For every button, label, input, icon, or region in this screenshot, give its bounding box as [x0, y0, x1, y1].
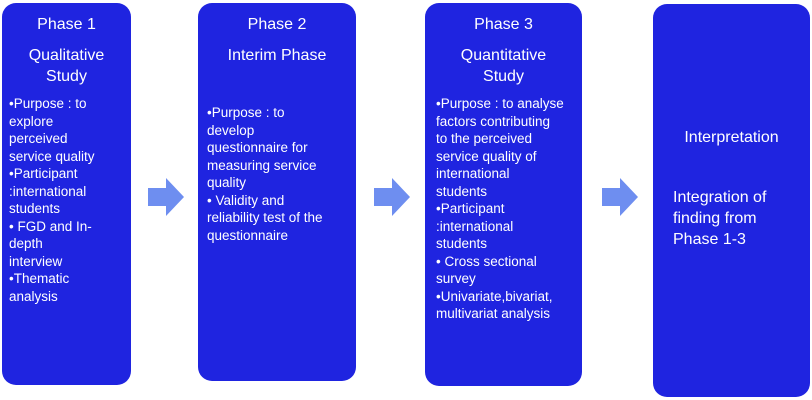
phase-3-title-line-2: Study	[483, 68, 524, 85]
phase-3-bullet-line: students	[436, 236, 488, 251]
phase-3-bullets: •Purpose : to analyse factors contributi…	[436, 95, 578, 323]
phase-3-bullet-line: •Participant	[436, 201, 505, 216]
integration-text: Integration of finding from Phase 1-3	[673, 187, 766, 250]
phase-2-bullet-line: questionnaire for	[207, 140, 308, 155]
phase-2-box: Phase 2 Interim Phase •Purpose : to deve…	[198, 3, 356, 381]
interpretation-title: Interpretation	[684, 129, 779, 146]
phase-3-bullet-line: international	[436, 166, 510, 181]
phase-1-bullets: •Purpose : to explore perceived service …	[9, 95, 127, 305]
phase-1-bullet-line: interview	[9, 253, 63, 269]
phase-1-header: Phase 1	[37, 16, 96, 33]
phase-3-bullet-line: •Purpose : to analyse	[436, 96, 564, 111]
phase-2-bullet-line: questionnaire	[207, 227, 289, 243]
phase-2-bullets: •Purpose : to develop questionnaire for …	[207, 104, 352, 244]
phase-1-bullet-line: •Purpose : to	[9, 96, 87, 111]
integration-line: Integration of	[673, 189, 767, 206]
phase-2-bullet-line: measuring service	[207, 157, 317, 173]
phase-1-bullet-line: students	[9, 201, 61, 216]
phase-3-bullet-line: students	[436, 183, 488, 199]
phase-3-box: Phase 3 Quantitative Study •Purpose : to…	[425, 3, 582, 386]
phase-1-bullet-line: •Participant	[9, 166, 78, 181]
arrow-right-icon	[148, 178, 184, 216]
phase-3-bullet-line: factors contributing	[436, 113, 551, 129]
phase-1-bullet-line: :international	[9, 183, 87, 199]
phase-2-header: Phase 2	[247, 16, 307, 33]
phase-1-bullet-line: depth	[9, 236, 43, 251]
phase-1-box: Phase 1 Qualitative Study •Purpose : to …	[2, 3, 131, 385]
phase-3-title-line-1: Quantitative	[460, 47, 547, 64]
phase-3-bullet-line: • Cross sectional	[436, 253, 537, 269]
phase-3-bullet-line: •Univariate,bivariat,	[436, 288, 553, 304]
phase-3-bullet-line: multivariat analysis	[436, 306, 551, 321]
phase-2-bullet-line: •Purpose : to	[207, 105, 285, 120]
phase-3-bullet-line: service quality of	[436, 148, 537, 164]
phase-1-bullet-line: explore	[9, 113, 54, 129]
phase-3-bullet-line: to the perceived	[436, 131, 533, 146]
phase-1-title-line-2: Study	[46, 68, 87, 85]
phase-1-title-line-1: Qualitative	[28, 47, 105, 64]
phase-1-bullet-line: service quality	[9, 148, 95, 164]
phase-2-bullet-line: quality	[207, 175, 247, 190]
phase-3-bullet-line: :international	[436, 218, 514, 234]
phase-3-header: Phase 3	[474, 16, 533, 33]
integration-line: finding from	[673, 210, 757, 227]
integration-line: Phase 1-3	[673, 231, 746, 248]
arrow-right-icon	[374, 178, 410, 216]
phase-3-bullet-line: survey	[436, 271, 476, 286]
phase-1-bullet-line: •Thematic	[9, 271, 70, 286]
interpretation-box: Interpretation Integration of finding fr…	[653, 4, 810, 397]
phase-1-bullet-line: perceived	[9, 131, 68, 146]
phase-1-bullet-line: analysis	[9, 288, 58, 304]
phase-2-bullet-line: develop	[207, 122, 255, 138]
phase-2-bullet-line: reliability test of the	[207, 210, 323, 225]
arrow-right-icon	[602, 178, 638, 216]
phase-1-bullet-line: • FGD and In-	[9, 218, 92, 234]
phase-2-title: Interim Phase	[227, 47, 327, 64]
phase-2-bullet-line: • Validity and	[207, 192, 285, 208]
